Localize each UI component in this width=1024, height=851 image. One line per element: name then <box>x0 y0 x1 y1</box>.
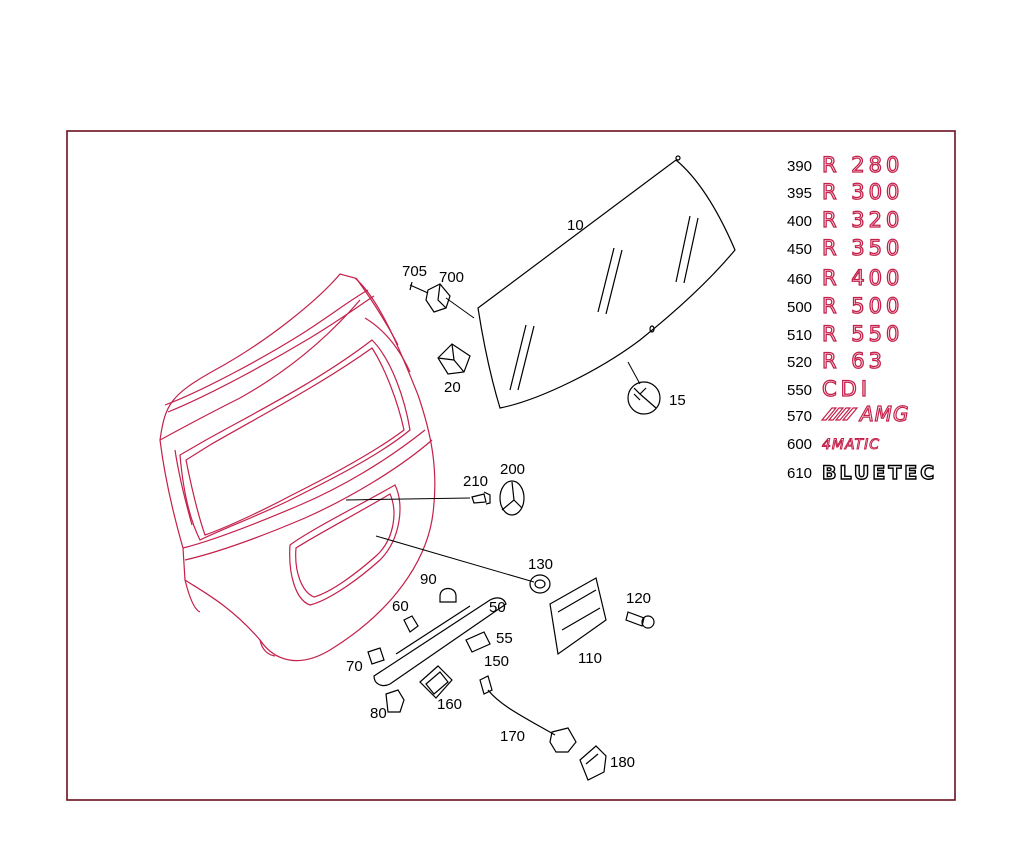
badge-number: 500 <box>787 299 812 316</box>
badge-label: R 400 <box>822 266 903 290</box>
callout-180: 180 <box>610 754 635 771</box>
badge-label: R 320 <box>822 208 903 232</box>
badge-label: 4MATIC <box>822 437 880 453</box>
callout-60: 60 <box>392 598 409 615</box>
badge-label: R 500 <box>822 294 903 318</box>
badge-number: 550 <box>787 382 812 399</box>
callout-80: 80 <box>370 705 387 722</box>
small-parts <box>367 281 661 781</box>
callout-50: 50 <box>489 599 506 616</box>
badge-number: 520 <box>787 354 812 371</box>
badge-number: 450 <box>787 241 812 258</box>
callout-705: 705 <box>402 263 427 280</box>
callout-130: 130 <box>528 556 553 573</box>
badge-label: BLUETEC <box>822 462 937 484</box>
badge-label: R 280 <box>822 153 903 177</box>
callout-170: 170 <box>500 728 525 745</box>
rear-window-glass <box>477 155 736 409</box>
badge-number: 510 <box>787 327 812 344</box>
badge-number: 400 <box>787 213 812 230</box>
badge-number: 600 <box>787 436 812 453</box>
callout-55: 55 <box>496 630 513 647</box>
callout-160: 160 <box>437 696 462 713</box>
callout-20: 20 <box>444 379 461 396</box>
badge-label: AMG <box>858 402 909 426</box>
leader-lines <box>345 297 641 583</box>
amg-stripes <box>820 407 859 421</box>
callout-15: 15 <box>669 392 686 409</box>
callout-210: 210 <box>463 473 488 490</box>
callout-70: 70 <box>346 658 363 675</box>
badge-label: R 300 <box>822 180 903 204</box>
badge-label: R 350 <box>822 236 903 260</box>
badge-number: 610 <box>787 465 812 482</box>
callout-200: 200 <box>500 461 525 478</box>
tailgate-drawing <box>159 273 436 662</box>
badge-number: 395 <box>787 185 812 202</box>
badge-number: 570 <box>787 408 812 425</box>
badge-list: 390 R 280 395 R 300 400 R 320 450 R 350 … <box>787 152 937 484</box>
badge-number: 460 <box>787 271 812 288</box>
callout-110: 110 <box>578 650 602 667</box>
callout-90: 90 <box>420 571 437 588</box>
callout-10: 10 <box>567 217 584 234</box>
callouts: 10 15 20 50 55 60 70 80 90 110 120 130 1… <box>346 217 686 771</box>
badge-label: R 550 <box>822 322 903 346</box>
diagram-frame <box>66 130 956 801</box>
callout-700: 700 <box>439 269 464 286</box>
callout-120: 120 <box>626 590 651 607</box>
badge-number: 390 <box>787 158 812 175</box>
badge-label: R 63 <box>822 349 886 373</box>
callout-150: 150 <box>484 653 509 670</box>
badge-label: CDI <box>822 377 871 401</box>
